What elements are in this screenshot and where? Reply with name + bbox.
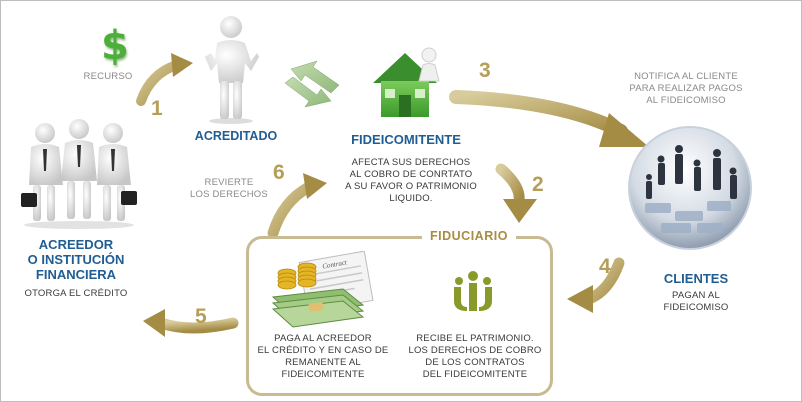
house-icon — [373, 47, 440, 117]
otorga-label: OTORGA EL CRÉDITO — [24, 288, 128, 299]
arrow-6 — [267, 173, 327, 239]
step-2: 2 — [532, 173, 544, 196]
paga-description: PAGA AL ACREEDOR EL CRÉDITO Y EN CASO DE… — [257, 333, 389, 380]
clientes-title: CLIENTES — [663, 271, 729, 286]
arrow-3 — [449, 90, 649, 147]
step-3: 3 — [479, 59, 491, 82]
step-1: 1 — [151, 97, 163, 120]
step-6: 6 — [273, 161, 285, 184]
clients-puzzle-icon — [628, 126, 752, 250]
step-5: 5 — [195, 305, 207, 328]
fideicomitente-description: AFECTA SUS DERECHOS AL COBRO DE CONRTATO… — [345, 157, 477, 204]
arrow-5 — [143, 309, 239, 337]
fiduciary-logo-icon — [454, 271, 492, 311]
arrow-2 — [495, 163, 537, 223]
dollar-icon: $ — [101, 23, 129, 69]
arrow-1 — [136, 53, 193, 106]
fideicomitente-title: FIDEICOMITENTE — [351, 132, 461, 147]
money-contract-icon: Contract — [271, 251, 374, 328]
recurso-label: RECURSO — [83, 71, 133, 82]
acreedor-title: ACREEDOR O INSTITUCIÓN FINANCIERA — [27, 237, 125, 282]
business-team-icon — [21, 119, 137, 229]
fiduciario-title: FIDUCIARIO — [422, 229, 516, 243]
revierte-label: REVIERTE LOS DERECHOS — [190, 177, 268, 200]
clientes-description: PAGAN AL FIDEICOMISO — [663, 290, 729, 313]
fiduciario-box — [246, 236, 553, 396]
recibe-description: RECIBE EL PATRIMONIO. LOS DERECHOS DE CO… — [408, 333, 542, 380]
arrow-4 — [567, 257, 625, 313]
step-4: 4 — [599, 255, 611, 278]
exchange-arrows-icon — [284, 60, 340, 108]
acreditado-title: ACREDITADO — [194, 129, 278, 143]
notifica-label: NOTIFICA AL CLIENTE PARA REALIZAR PAGOS … — [629, 71, 743, 106]
person-icon — [205, 16, 259, 124]
